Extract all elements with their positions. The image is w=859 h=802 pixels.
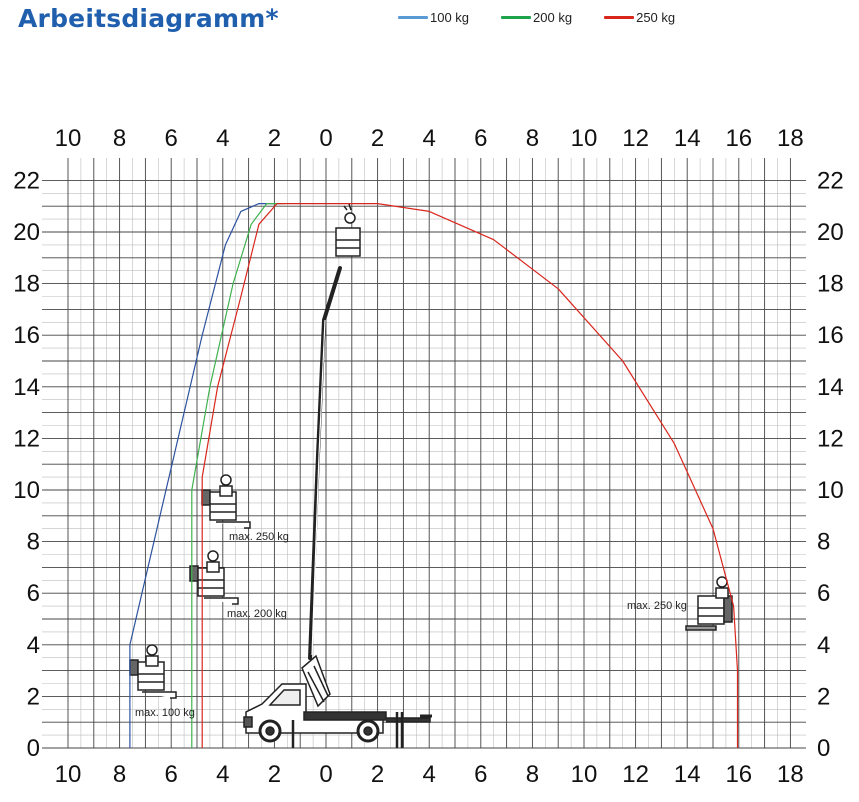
tick-labels: 1010886644220022446688101012121414161618…: [13, 125, 843, 788]
y-tick-label-left: 18: [13, 271, 40, 298]
x-tick-label-top: 10: [571, 125, 598, 152]
y-tick-label-right: 22: [817, 167, 844, 194]
legend-item-250kg: 250 kg: [604, 10, 675, 25]
y-tick-label-left: 6: [27, 580, 40, 607]
x-tick-label-top: 8: [526, 125, 539, 152]
x-tick-label-top: 0: [319, 125, 332, 152]
legend-label-200kg: 200 kg: [533, 10, 573, 25]
x-tick-label-bottom: 0: [319, 761, 332, 788]
x-tick-label-bottom: 12: [622, 761, 649, 788]
series-line-100kg: [129, 203, 280, 748]
y-tick-label-right: 10: [817, 477, 844, 504]
annotation-max-100kg: max. 100 kg: [135, 707, 195, 719]
y-tick-label-right: 16: [817, 322, 844, 349]
x-tick-label-top: 12: [622, 125, 649, 152]
legend-swatch-100kg: [398, 16, 428, 19]
basket-right-250kg-illustration: [685, 576, 733, 631]
y-tick-label-left: 22: [13, 167, 40, 194]
basket-left-250kg-illustration: [201, 474, 251, 529]
truck-illustration: [243, 203, 432, 748]
x-tick-label-bottom: 2: [371, 761, 384, 788]
x-tick-label-bottom: 10: [55, 761, 82, 788]
y-tick-label-right: 12: [817, 425, 844, 452]
y-tick-label-left: 12: [13, 425, 40, 452]
legend-item-200kg: 200 kg: [501, 10, 572, 25]
annotation-max-250kg-left: max. 250 kg: [229, 531, 289, 543]
y-tick-label-left: 16: [13, 322, 40, 349]
x-tick-label-bottom: 8: [113, 761, 126, 788]
annotation-max-250kg-right: max. 250 kg: [627, 600, 687, 612]
y-tick-label-right: 0: [817, 735, 830, 762]
y-tick-label-left: 14: [13, 374, 40, 401]
y-tick-label-left: 20: [13, 219, 40, 246]
x-tick-label-bottom: 4: [216, 761, 229, 788]
legend-label-250kg: 250 kg: [636, 10, 676, 25]
x-tick-label-bottom: 8: [526, 761, 539, 788]
y-tick-label-left: 4: [27, 632, 40, 659]
x-tick-label-bottom: 14: [674, 761, 701, 788]
x-tick-label-top: 4: [216, 125, 229, 152]
x-tick-label-top: 8: [113, 125, 126, 152]
y-tick-label-right: 20: [817, 219, 844, 246]
legend-swatch-200kg: [501, 16, 532, 19]
y-tick-label-right: 4: [817, 632, 830, 659]
series-line-250kg: [201, 203, 739, 748]
legend: 100 kg 200 kg 250 kg: [398, 10, 707, 25]
x-tick-label-top: 6: [474, 125, 487, 152]
x-tick-label-bottom: 10: [571, 761, 598, 788]
x-tick-label-bottom: 18: [777, 761, 804, 788]
x-tick-label-top: 4: [423, 125, 436, 152]
envelope-curves: [129, 203, 739, 748]
y-tick-label-left: 2: [27, 683, 40, 710]
x-tick-label-top: 14: [674, 125, 701, 152]
minor-grid: [42, 158, 806, 748]
x-tick-label-top: 6: [165, 125, 178, 152]
legend-swatch-250kg: [604, 16, 635, 19]
y-tick-label-right: 2: [817, 683, 830, 710]
annotation-max-200kg: max. 200 kg: [227, 608, 287, 620]
y-tick-label-right: 14: [817, 374, 844, 401]
y-tick-label-right: 6: [817, 580, 830, 607]
x-tick-label-top: 16: [725, 125, 752, 152]
series-line-200kg: [191, 203, 285, 748]
basket-left-100kg-illustration: [129, 644, 177, 699]
y-tick-label-right: 18: [817, 271, 844, 298]
y-tick-label-left: 10: [13, 477, 40, 504]
x-tick-label-bottom: 6: [165, 761, 178, 788]
x-tick-label-top: 10: [55, 125, 82, 152]
x-tick-label-top: 2: [268, 125, 281, 152]
y-tick-label-left: 8: [27, 529, 40, 556]
y-tick-label-right: 8: [817, 529, 830, 556]
y-tick-label-left: 0: [27, 735, 40, 762]
x-tick-label-bottom: 2: [268, 761, 281, 788]
legend-item-100kg: 100 kg: [398, 10, 469, 25]
x-tick-label-top: 18: [777, 125, 804, 152]
legend-label-100kg: 100 kg: [430, 10, 470, 25]
x-tick-label-bottom: 6: [474, 761, 487, 788]
chart-title: Arbeitsdiagramm*: [18, 4, 279, 33]
x-tick-label-bottom: 4: [423, 761, 436, 788]
x-tick-label-top: 2: [371, 125, 384, 152]
x-tick-label-bottom: 16: [725, 761, 752, 788]
